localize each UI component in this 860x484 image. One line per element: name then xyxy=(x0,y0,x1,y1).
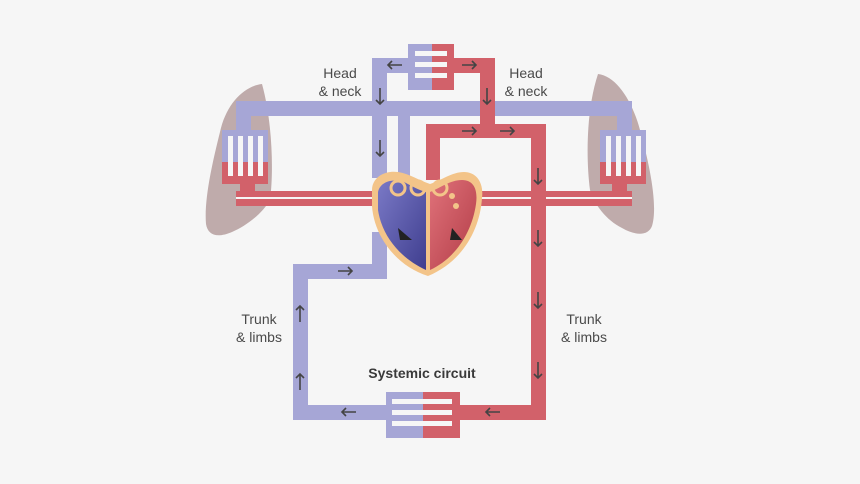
flow-arrows xyxy=(295,60,543,417)
label-trunk-right-2: & limbs xyxy=(561,329,607,345)
pulmonary-artery-drop-left xyxy=(236,101,251,135)
systemic-capillaries xyxy=(386,392,460,438)
pulmonary-artery-drop-right xyxy=(617,101,632,135)
label-head-neck-left-2: & neck xyxy=(319,83,363,99)
heart xyxy=(372,171,483,276)
systemic-arterial-path xyxy=(456,124,546,420)
pulmonary-artery-right xyxy=(386,101,632,116)
label-head-neck-right-1: Head xyxy=(509,65,542,81)
label-head-neck-left-1: Head xyxy=(323,65,356,81)
label-head-neck-right-2: & neck xyxy=(505,83,549,99)
diagram-title: Systemic circuit xyxy=(368,365,476,381)
label-trunk-left-2: & limbs xyxy=(236,329,282,345)
head-neck-vessels xyxy=(372,44,495,178)
superior-vena-cava xyxy=(398,116,410,180)
systemic-venous-path xyxy=(293,232,389,420)
label-trunk-left-1: Trunk xyxy=(241,311,277,327)
aorta xyxy=(426,124,546,180)
label-trunk-right-1: Trunk xyxy=(566,311,602,327)
pulmonary-artery-left xyxy=(236,101,388,116)
